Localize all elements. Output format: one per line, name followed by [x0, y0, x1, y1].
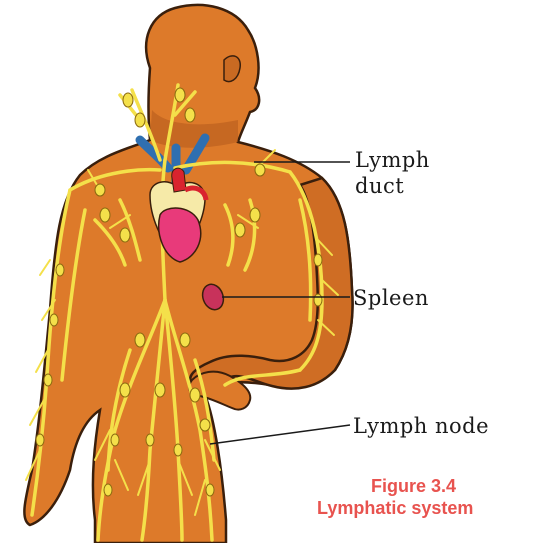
lymph-duct-label-line2: duct	[355, 173, 430, 199]
figure-title: Lymphatic system	[317, 498, 473, 519]
lymph-node-label: Lymph node	[353, 413, 489, 439]
spleen-label: Spleen	[353, 285, 429, 311]
lymph-duct-label-line1: Lymph	[355, 147, 430, 173]
figure-number: Figure 3.4	[371, 476, 456, 497]
lymph-node-pointer	[210, 425, 350, 444]
lymph-duct-label: Lymph duct	[355, 147, 430, 199]
